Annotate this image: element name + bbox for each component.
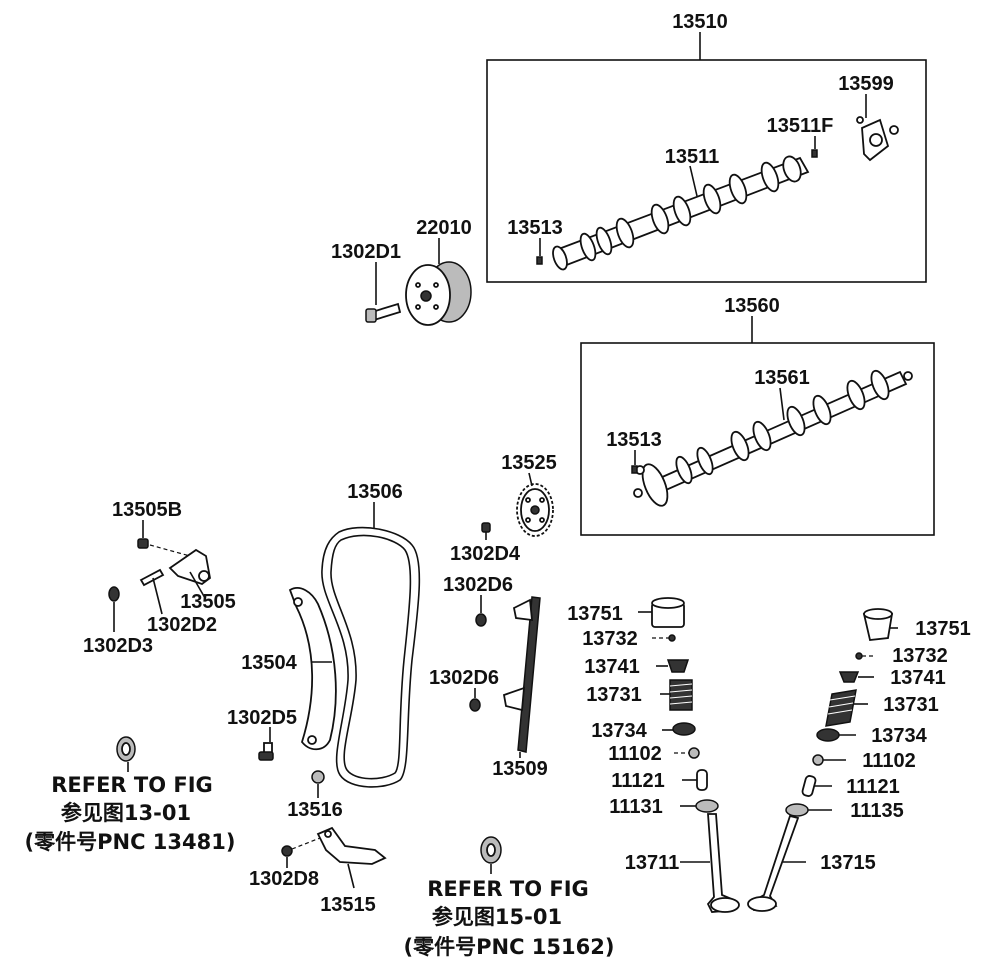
valve-guide-11121-intake xyxy=(696,769,708,791)
bolt-1302D4 xyxy=(481,522,491,533)
bolt-1302D3 xyxy=(108,586,120,602)
ref-left-line1[interactable]: REFER TO FIG xyxy=(51,773,213,797)
valve-train-exhaust: 13751 13732 13741 13731 13734 11102 1112… xyxy=(747,608,971,912)
bolt-1302D1 xyxy=(365,302,402,323)
valve-seat-11131 xyxy=(695,799,719,813)
label-13504[interactable]: 13504 xyxy=(241,652,297,674)
label-11131[interactable]: 11131 xyxy=(609,796,662,818)
label-13511[interactable]: 13511 xyxy=(665,146,720,168)
camshaft-assembly-13560: 13560 13561 13513 xyxy=(580,295,935,536)
label-13505B[interactable]: 13505B xyxy=(112,499,182,521)
label-11135[interactable]: 11135 xyxy=(850,800,903,822)
spring-seat-13734-intake xyxy=(672,722,696,736)
bolt-1302D6-lower xyxy=(469,698,481,712)
valve-seal-11102-exhaust xyxy=(812,754,824,766)
bolt-1302D5 xyxy=(258,742,274,761)
label-13515[interactable]: 13515 xyxy=(320,894,376,916)
bolt-1302D6-upper xyxy=(475,613,487,627)
retainer-13741-exhaust xyxy=(838,671,860,683)
ref-bottom-line3[interactable]: (零件号PNC 15162) xyxy=(404,935,615,959)
valve-lifter-13751-exhaust xyxy=(862,608,894,641)
key-13511F xyxy=(811,149,818,158)
label-13751-exhaust[interactable]: 13751 xyxy=(915,618,971,640)
label-13731-exhaust[interactable]: 13731 xyxy=(883,694,939,716)
vvt-sprocket-22010 xyxy=(405,261,472,326)
valve-seat-11135 xyxy=(785,803,809,817)
bolt-13505B xyxy=(137,538,149,549)
tensioner-13505 xyxy=(168,548,211,586)
label-13715[interactable]: 13715 xyxy=(820,852,876,874)
intake-valve-13711 xyxy=(706,813,740,913)
ref-part-bottom xyxy=(480,836,502,864)
valve-lifter-13751-intake xyxy=(651,597,685,628)
pin-13513 xyxy=(536,256,543,265)
sprocket-13525 xyxy=(516,483,554,537)
label-13732-intake[interactable]: 13732 xyxy=(582,628,638,650)
label-1302D1[interactable]: 1302D1 xyxy=(331,241,401,263)
label-13741-exhaust[interactable]: 13741 xyxy=(890,667,946,689)
label-11102-exhaust[interactable]: 11102 xyxy=(862,750,915,772)
label-1302D6-upper[interactable]: 1302D6 xyxy=(443,574,513,596)
ref-left-line3[interactable]: (零件号PNC 13481) xyxy=(25,830,236,854)
pin-13513-exhaust xyxy=(631,465,638,474)
label-22010[interactable]: 22010 xyxy=(416,217,472,239)
label-13561[interactable]: 13561 xyxy=(754,367,810,389)
label-13505[interactable]: 13505 xyxy=(180,591,236,613)
oil-jet-13516 xyxy=(311,770,325,784)
label-13516[interactable]: 13516 xyxy=(287,799,343,821)
ref-part-left xyxy=(116,736,136,762)
label-13510[interactable]: 13510 xyxy=(672,11,728,33)
label-11121-intake[interactable]: 11121 xyxy=(611,770,664,792)
label-13560[interactable]: 13560 xyxy=(724,295,780,317)
label-13732-exhaust[interactable]: 13732 xyxy=(892,645,948,667)
pin-1302D2 xyxy=(139,568,165,587)
label-13525[interactable]: 13525 xyxy=(501,452,557,474)
chain-slipper-13515 xyxy=(316,826,387,865)
valve-spring-13731-intake xyxy=(669,679,693,711)
tensioner-arm-13504 xyxy=(288,587,337,751)
label-13751-intake[interactable]: 13751 xyxy=(567,603,623,625)
shim-13732-intake xyxy=(668,634,676,642)
assembly-box-13510 xyxy=(486,59,927,283)
label-1302D8[interactable]: 1302D8 xyxy=(249,868,319,890)
label-1302D4[interactable]: 1302D4 xyxy=(450,543,521,565)
label-13513-intake[interactable]: 13513 xyxy=(507,217,563,239)
label-13741-intake[interactable]: 13741 xyxy=(584,656,640,678)
ref-bottom-line2[interactable]: 参见图15-01 xyxy=(432,905,562,929)
valve-seal-11102-intake xyxy=(688,747,700,759)
label-1302D3[interactable]: 1302D3 xyxy=(83,635,153,657)
camshaft-13511 xyxy=(552,155,810,271)
chain-guide-13509 xyxy=(502,596,541,753)
timing-chain-13506 xyxy=(321,526,421,788)
label-1302D2[interactable]: 1302D2 xyxy=(147,614,217,636)
label-1302D6-lower[interactable]: 1302D6 xyxy=(429,667,499,689)
label-13599[interactable]: 13599 xyxy=(838,73,894,95)
camshaft-13561 xyxy=(633,369,913,507)
label-1302D5[interactable]: 1302D5 xyxy=(227,707,297,729)
label-11121-exhaust[interactable]: 11121 xyxy=(846,776,899,798)
bolt-1302D8 xyxy=(281,845,293,857)
label-13734-intake[interactable]: 13734 xyxy=(591,720,647,742)
shim-13732-exhaust xyxy=(855,652,863,660)
ref-bottom-line1[interactable]: REFER TO FIG xyxy=(427,877,589,901)
label-13513-exhaust[interactable]: 13513 xyxy=(606,429,662,451)
label-13511F[interactable]: 13511F xyxy=(767,115,834,137)
camshaft-assembly-13510: 13510 13511 13513 13511F xyxy=(486,11,927,283)
label-13506[interactable]: 13506 xyxy=(347,481,403,503)
valve-train-intake: 13751 13732 13741 13731 13734 11102 1112 xyxy=(567,597,740,913)
bearing-cap-13599 xyxy=(856,116,899,162)
label-13711[interactable]: 13711 xyxy=(625,852,680,874)
valve-guide-11121-exhaust xyxy=(801,775,817,797)
retainer-13741-intake xyxy=(666,659,690,673)
label-13734-exhaust[interactable]: 13734 xyxy=(871,725,927,747)
exhaust-valve-13715 xyxy=(747,814,800,912)
assembly-box-13560 xyxy=(580,342,935,536)
ref-left-line2[interactable]: 参见图13-01 xyxy=(61,801,191,825)
label-13509[interactable]: 13509 xyxy=(492,758,548,780)
label-13731-intake[interactable]: 13731 xyxy=(586,684,642,706)
spring-seat-13734-exhaust xyxy=(816,728,840,742)
label-11102-intake[interactable]: 11102 xyxy=(608,743,661,765)
valve-spring-13731-exhaust xyxy=(825,689,857,727)
